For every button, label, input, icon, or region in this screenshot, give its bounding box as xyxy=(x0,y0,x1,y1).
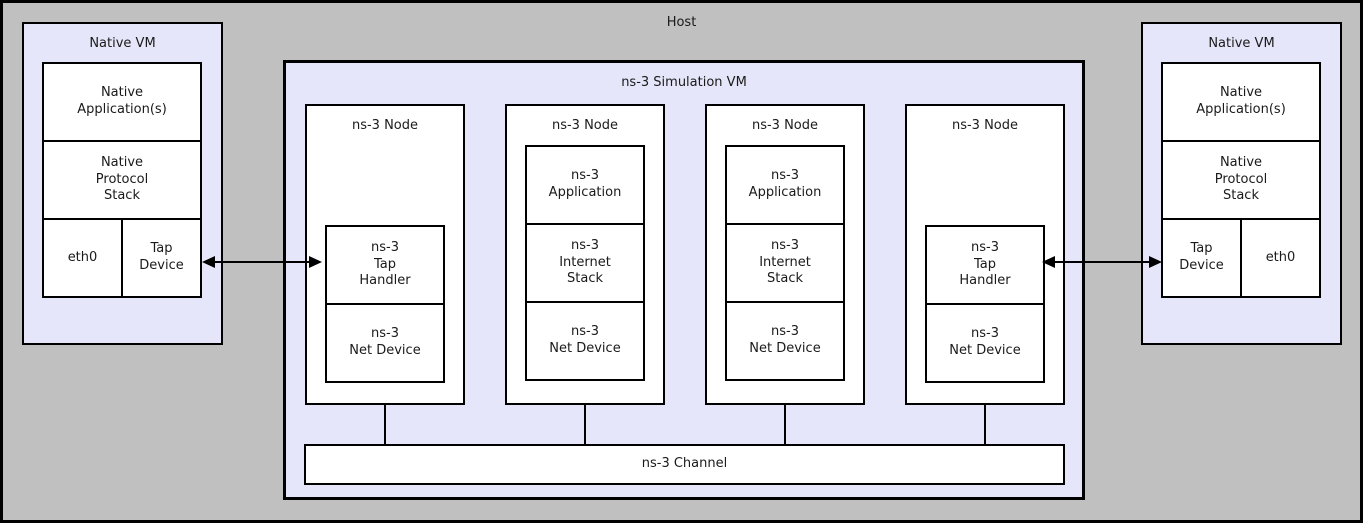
ns3-internet-stack-box: ns-3 Internet Stack xyxy=(725,223,845,303)
ns3-node-2-stack: ns-3 Application ns-3 Internet Stack ns-… xyxy=(525,145,645,381)
ns3-node-3: ns-3 Node ns-3 Application ns-3 Internet… xyxy=(705,104,865,405)
ns3-tap-handler-box: ns-3 Tap Handler xyxy=(925,225,1045,305)
ns3-application-label: ns-3 Application xyxy=(548,168,622,200)
native-vm-left-stack: Native Application(s) Native Protocol St… xyxy=(42,62,202,298)
node2-channel-connector xyxy=(584,405,586,445)
node4-channel-connector xyxy=(984,405,986,445)
ns3-simulation-vm-title: ns-3 Simulation VM xyxy=(621,75,747,90)
ns3-channel-box: ns-3 Channel xyxy=(304,444,1065,485)
eth0-label: eth0 xyxy=(67,249,98,265)
ns3-node-4: ns-3 Node ns-3 Tap Handler ns-3 Net Devi… xyxy=(905,104,1065,405)
ns3-net-device-label: ns-3 Net Device xyxy=(749,324,821,356)
native-vm-left-device-row: eth0 Tap Device xyxy=(42,218,202,298)
host-title: Host xyxy=(666,15,697,30)
ns3-simulation-vm: ns-3 Simulation VM ns-3 Node ns-3 Tap Ha… xyxy=(283,60,1085,500)
native-protocol-stack-label: Native Protocol Stack xyxy=(95,154,149,204)
arrow-head-left-icon xyxy=(202,256,215,268)
ns3-internet-stack-box: ns-3 Internet Stack xyxy=(525,223,645,303)
ns3-tap-handler-label: ns-3 Tap Handler xyxy=(959,239,1011,289)
arrow-head-right-icon xyxy=(1149,256,1162,268)
ns3-net-device-label: ns-3 Net Device xyxy=(349,326,421,358)
native-protocol-stack-box-left: Native Protocol Stack xyxy=(42,140,202,220)
arrow-head-left-icon xyxy=(1042,256,1055,268)
ns3-tap-handler-box: ns-3 Tap Handler xyxy=(325,225,445,305)
arrow-line xyxy=(1050,261,1154,263)
ns3-application-box: ns-3 Application xyxy=(725,145,845,225)
ns3-application-label: ns-3 Application xyxy=(748,168,822,200)
node3-channel-connector xyxy=(784,405,786,445)
tap-device-box-left: Tap Device xyxy=(121,218,202,298)
ns3-net-device-box: ns-3 Net Device xyxy=(925,303,1045,383)
ns3-node-4-stack: ns-3 Tap Handler ns-3 Net Device xyxy=(925,225,1045,383)
native-protocol-stack-label: Native Protocol Stack xyxy=(1214,154,1268,204)
ns3-node-title: ns-3 Node xyxy=(351,118,419,133)
ns3-net-device-box: ns-3 Net Device xyxy=(525,301,645,381)
native-vm-right-title: Native VM xyxy=(1208,36,1275,51)
tap-device-label: Tap Device xyxy=(1179,241,1224,273)
ns3-net-device-box: ns-3 Net Device xyxy=(725,301,845,381)
left-tap-link-arrow xyxy=(202,253,322,271)
native-applications-label: Native Application(s) xyxy=(77,85,167,117)
ns3-node-3-stack: ns-3 Application ns-3 Internet Stack ns-… xyxy=(725,145,845,381)
ns3-node-1-stack: ns-3 Tap Handler ns-3 Net Device xyxy=(325,225,445,383)
ns3-node-title: ns-3 Node xyxy=(751,118,819,133)
native-vm-left: Native VM Native Application(s) Native P… xyxy=(22,22,223,345)
eth0-box-left: eth0 xyxy=(42,218,123,298)
ns3-node-1: ns-3 Node ns-3 Tap Handler ns-3 Net Devi… xyxy=(305,104,465,405)
ns3-net-device-label: ns-3 Net Device xyxy=(549,324,621,356)
ns3-tap-handler-label: ns-3 Tap Handler xyxy=(359,239,411,289)
eth0-label: eth0 xyxy=(1265,249,1296,265)
node1-channel-connector xyxy=(384,405,386,445)
ns3-node-title: ns-3 Node xyxy=(551,118,619,133)
native-applications-box-left: Native Application(s) xyxy=(42,62,202,142)
ns3-net-device-box: ns-3 Net Device xyxy=(325,303,445,383)
right-tap-link-arrow xyxy=(1042,253,1162,271)
native-vm-left-title: Native VM xyxy=(89,36,156,51)
ns3-net-device-label: ns-3 Net Device xyxy=(949,326,1021,358)
native-protocol-stack-box-right: Native Protocol Stack xyxy=(1161,140,1321,220)
tap-device-label: Tap Device xyxy=(139,241,184,273)
ns3-node-2: ns-3 Node ns-3 Application ns-3 Internet… xyxy=(505,104,665,405)
tap-device-box-right: Tap Device xyxy=(1161,218,1242,298)
ns3-internet-stack-label: ns-3 Internet Stack xyxy=(559,237,611,287)
native-vm-right-stack: Native Application(s) Native Protocol St… xyxy=(1161,62,1321,298)
native-vm-right-device-row: Tap Device eth0 xyxy=(1161,218,1321,298)
arrow-line xyxy=(210,261,314,263)
ns3-channel-label: ns-3 Channel xyxy=(641,456,728,472)
ns3-internet-stack-label: ns-3 Internet Stack xyxy=(759,237,811,287)
ns3-node-title: ns-3 Node xyxy=(951,118,1019,133)
native-applications-box-right: Native Application(s) xyxy=(1161,62,1321,142)
native-applications-label: Native Application(s) xyxy=(1196,85,1286,117)
eth0-box-right: eth0 xyxy=(1240,218,1321,298)
native-vm-right: Native VM Native Application(s) Native P… xyxy=(1141,22,1342,345)
arrow-head-right-icon xyxy=(309,256,322,268)
ns3-application-box: ns-3 Application xyxy=(525,145,645,225)
